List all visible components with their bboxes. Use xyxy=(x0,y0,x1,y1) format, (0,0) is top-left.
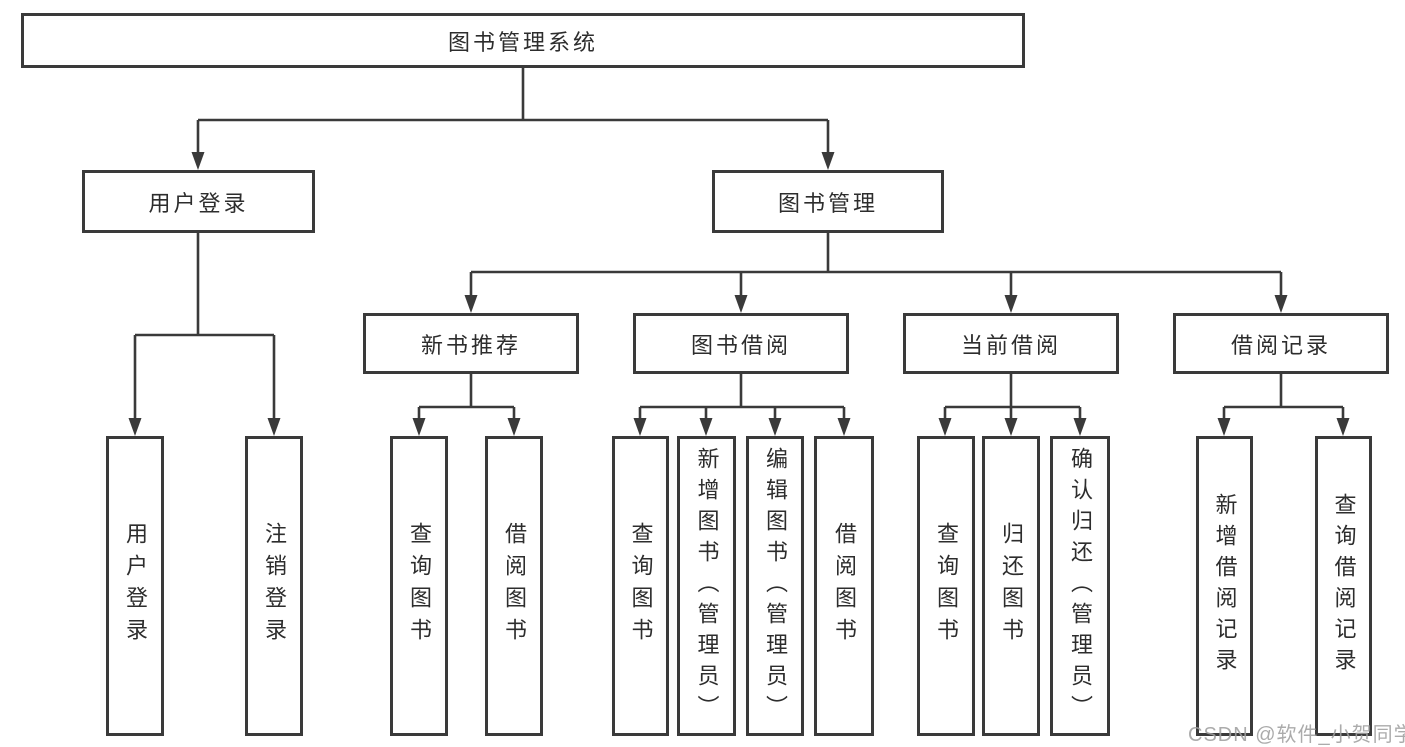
arrowheads xyxy=(128,152,1350,436)
leaf-borrow-books-label: 借阅图书 xyxy=(832,522,857,650)
leaf-logout: 注销登录 xyxy=(245,436,303,736)
node-book-borrow: 图书借阅 xyxy=(633,313,849,374)
node-borrow-records: 借阅记录 xyxy=(1173,313,1389,374)
leaf-borrow-books-recommend: 借阅图书 xyxy=(485,436,543,736)
connector-new-book-group xyxy=(417,374,516,421)
leaf-edit-books-admin-label: 编辑图书（管理员） xyxy=(763,446,788,726)
node-root-system-label: 图书管理系统 xyxy=(447,29,598,55)
node-borrow-records-label: 借阅记录 xyxy=(1230,332,1331,358)
node-new-book-recommend: 新书推荐 xyxy=(363,313,579,374)
leaf-query-books-current-label: 查询图书 xyxy=(934,522,959,650)
node-user-login: 用户登录 xyxy=(82,170,315,233)
node-book-management: 图书管理 xyxy=(712,170,944,233)
leaf-return-books: 归还图书 xyxy=(982,436,1040,736)
leaf-add-books-admin-label: 新增图书（管理员） xyxy=(694,446,720,726)
leaf-user-login-label: 用户登录 xyxy=(123,522,148,650)
leaf-query-books-current: 查询图书 xyxy=(917,436,975,736)
connector-book-borrow-group xyxy=(638,374,846,421)
node-book-management-label: 图书管理 xyxy=(777,190,878,216)
node-current-borrow-label: 当前借阅 xyxy=(960,332,1061,358)
leaf-logout-label: 注销登录 xyxy=(262,522,287,650)
leaf-query-borrow-record: 查询借阅记录 xyxy=(1315,436,1372,736)
leaf-query-books-borrow-label: 查询图书 xyxy=(628,522,654,650)
node-book-borrow-label: 图书借阅 xyxy=(690,332,791,358)
connector-user-login-group xyxy=(133,233,276,421)
leaf-user-login: 用户登录 xyxy=(106,436,164,736)
node-current-borrow: 当前借阅 xyxy=(903,313,1119,374)
leaf-confirm-return-admin-label: 确认归还（管理员） xyxy=(1068,446,1093,726)
leaf-query-books-recommend-label: 查询图书 xyxy=(407,522,432,650)
leaf-add-books-admin: 新增图书（管理员） xyxy=(677,436,736,736)
leaf-query-borrow-record-label: 查询借阅记录 xyxy=(1331,493,1357,679)
leaf-borrow-books: 借阅图书 xyxy=(814,436,874,736)
csdn-watermark: CSDN @软件_小贺同学 xyxy=(1188,724,1405,746)
connector-book-management-group xyxy=(469,233,1283,298)
node-root-system: 图书管理系统 xyxy=(21,13,1025,68)
leaf-add-borrow-record-label: 新增借阅记录 xyxy=(1212,493,1238,679)
node-user-login-label: 用户登录 xyxy=(148,190,249,216)
connector-root xyxy=(196,68,830,155)
leaf-edit-books-admin: 编辑图书（管理员） xyxy=(746,436,804,736)
leaf-query-books-borrow: 查询图书 xyxy=(612,436,669,736)
node-new-book-recommend-label: 新书推荐 xyxy=(420,332,521,358)
connector-current-borrow-group xyxy=(943,374,1082,421)
leaf-confirm-return-admin: 确认归还（管理员） xyxy=(1050,436,1110,736)
leaf-borrow-books-recommend-label: 借阅图书 xyxy=(502,522,527,650)
leaf-add-borrow-record: 新增借阅记录 xyxy=(1196,436,1253,736)
leaf-query-books-recommend: 查询图书 xyxy=(390,436,448,736)
leaf-return-books-label: 归还图书 xyxy=(999,522,1024,650)
connector-borrow-records-group xyxy=(1222,374,1345,421)
